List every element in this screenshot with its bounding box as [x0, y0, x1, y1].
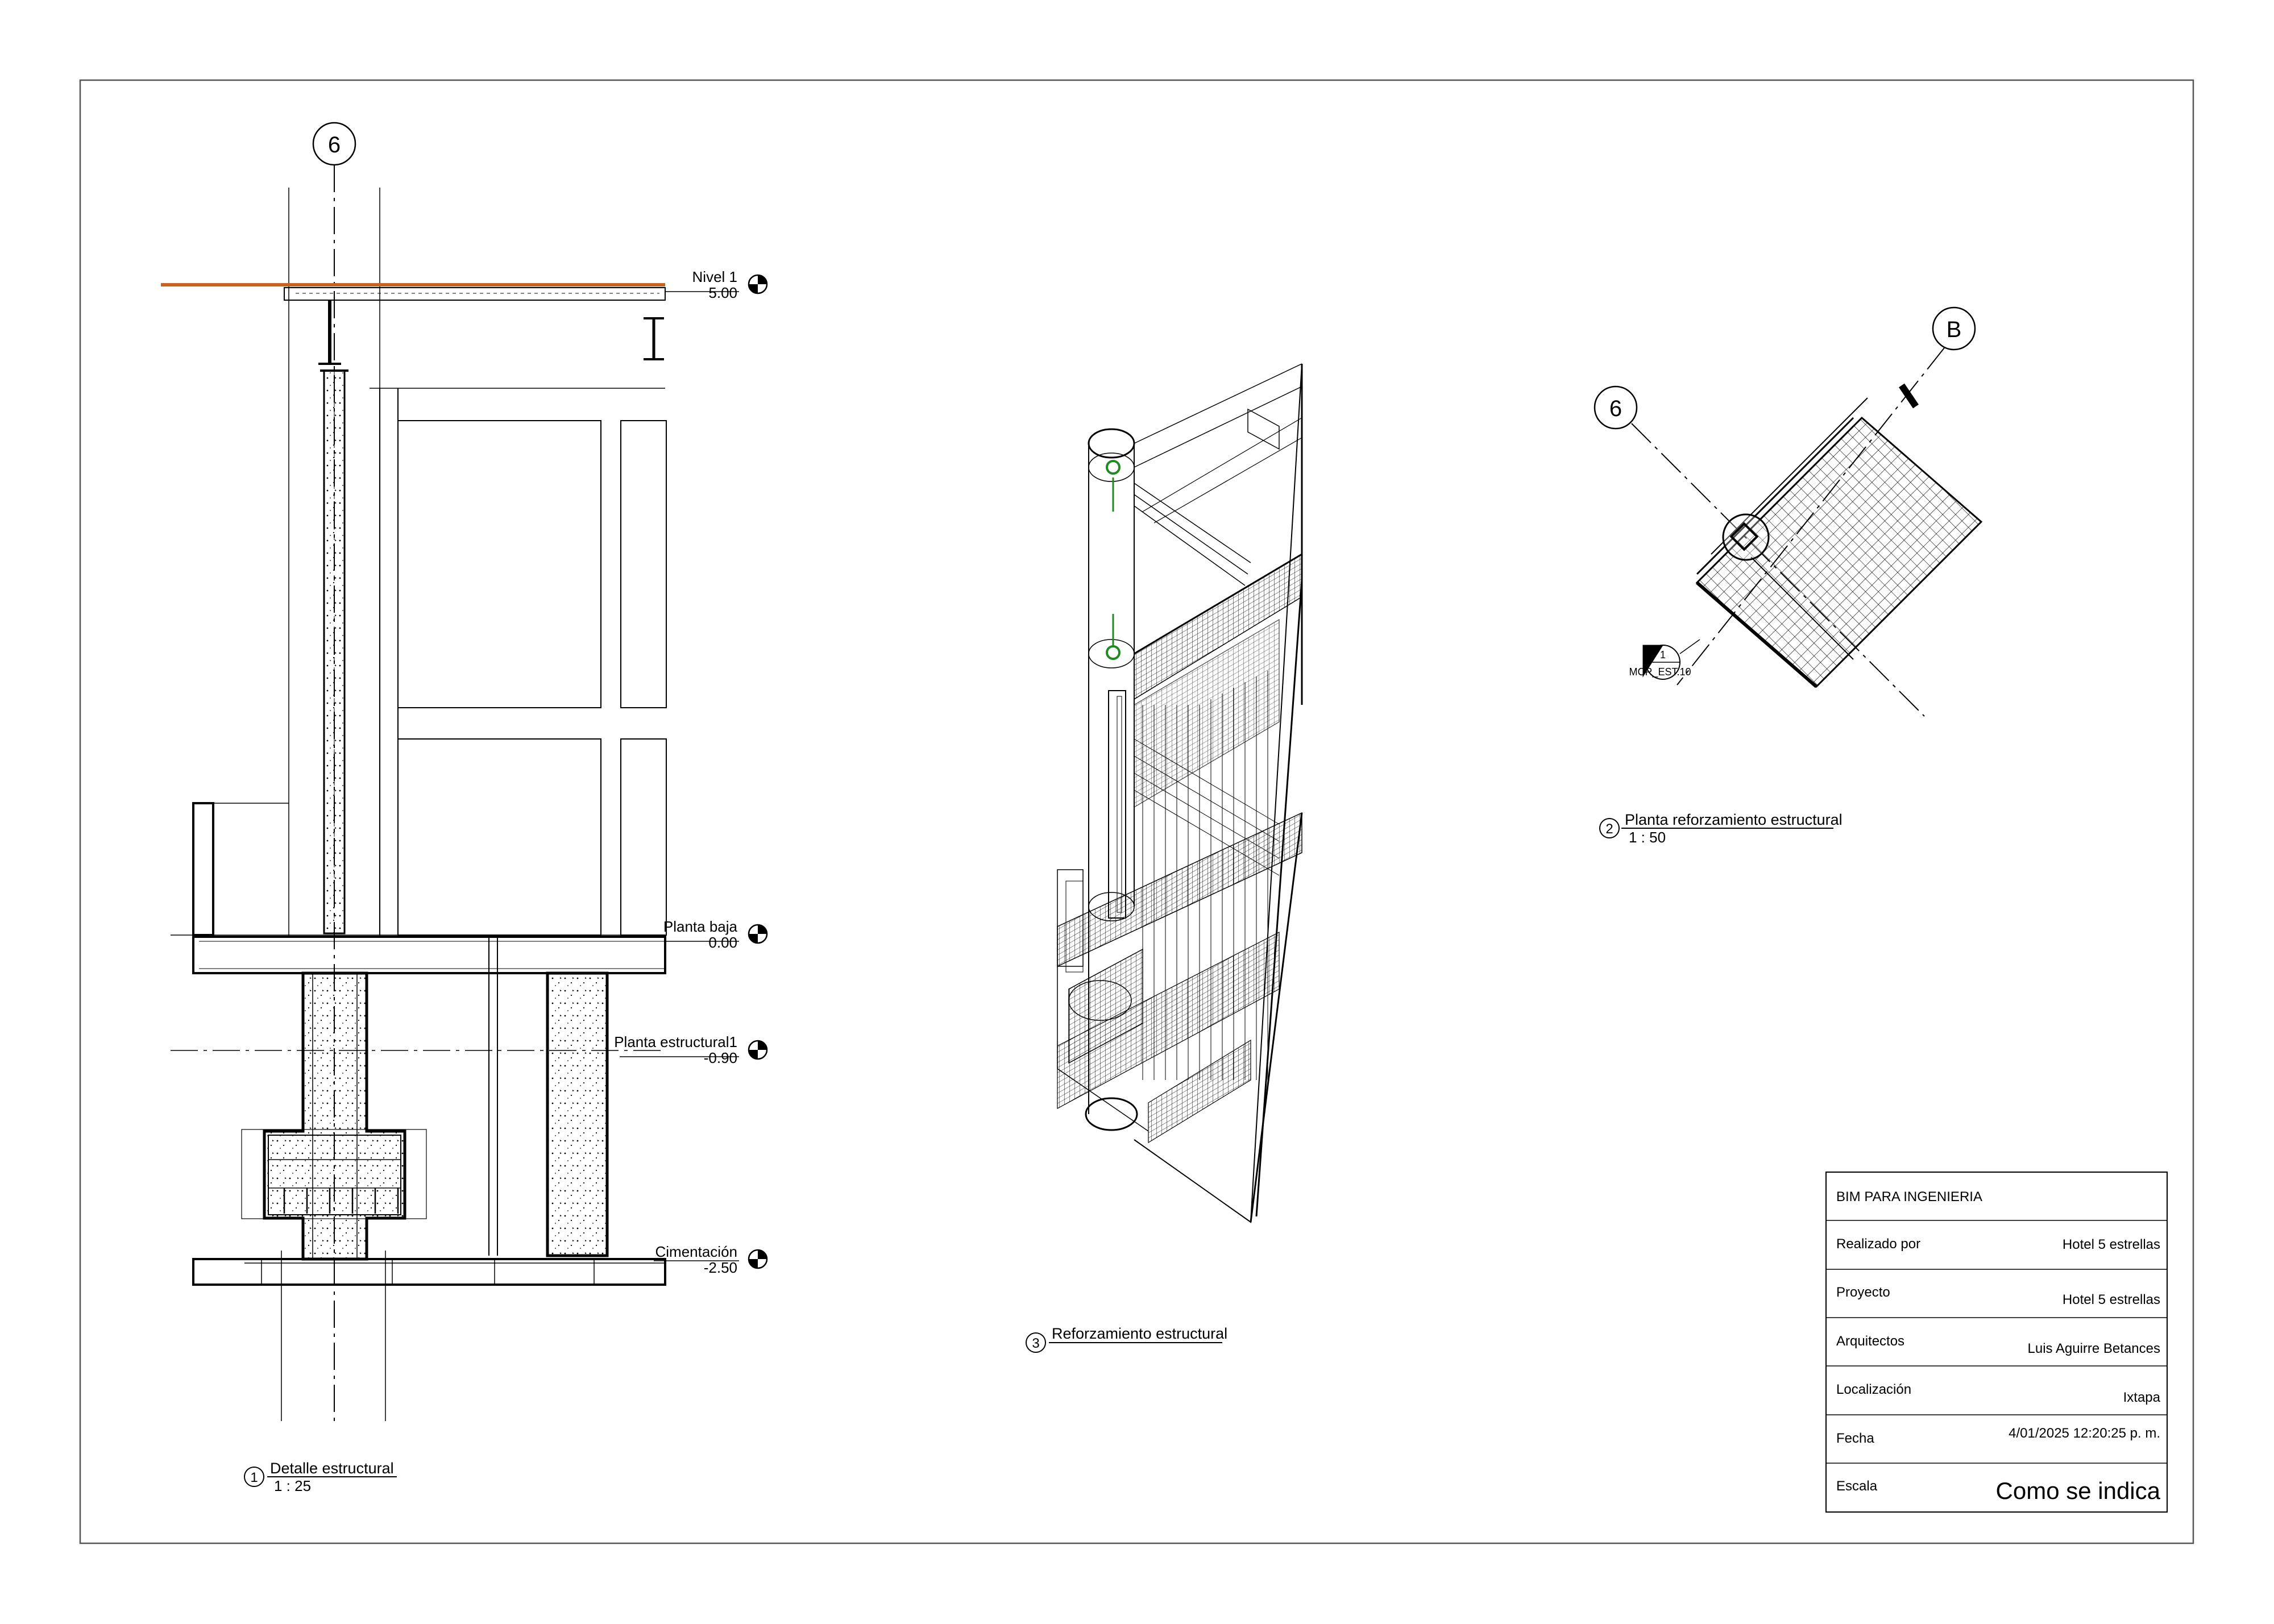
tb-label: Fecha — [1836, 1431, 1874, 1446]
tb-value: Hotel 5 estrellas — [2063, 1237, 2160, 1252]
tb-label: Localización — [1836, 1382, 1911, 1397]
view-title: Detalle estructural — [270, 1460, 394, 1477]
level-name: Planta estructural1 — [614, 1033, 737, 1050]
tb-scale-value: Como se indica — [1996, 1477, 2161, 1504]
tb-value: Hotel 5 estrellas — [2063, 1292, 2160, 1307]
isometric-view: 3 Reforzamiento estructural — [1026, 363, 1303, 1353]
tb-value: 4/01/2025 12:20:25 p. m. — [2009, 1426, 2160, 1441]
level-elevation: -0.90 — [704, 1049, 737, 1066]
view-title-detail: 1 Detalle estructural 1 : 25 — [244, 1460, 397, 1494]
tb-value: Ixtapa — [2123, 1390, 2161, 1405]
foundation-slab — [192, 1258, 666, 1286]
tb-label: Proyecto — [1836, 1285, 1890, 1300]
tb-label: Realizado por — [1836, 1236, 1920, 1252]
svg-text:MCR_EST.10: MCR_EST.10 — [1629, 666, 1691, 678]
plan-view: B 6 1 MCR_EST.10 2 Planta reforzamiento … — [1594, 306, 1983, 846]
level-name: Planta baja — [663, 918, 738, 935]
detail-view: 6 — [161, 122, 768, 1494]
level-name: Nivel 1 — [692, 268, 737, 285]
grid-bubble-label: 6 — [328, 132, 341, 157]
tb-value: Luis Aguirre Betances — [2028, 1341, 2160, 1356]
level-marker-planta-estructural1: Planta estructural1 -0.90 — [614, 1033, 768, 1066]
title-block-header: BIM PARA INGENIERIA — [1836, 1189, 1982, 1204]
grid-bubble-label: B — [1947, 317, 1962, 342]
svg-text:3: 3 — [1032, 1336, 1039, 1351]
level-marker-nivel1: Nivel 1 5.00 — [665, 268, 768, 301]
tb-label: Arquitectos — [1836, 1334, 1904, 1349]
level-name: Cimentación — [655, 1243, 737, 1260]
svg-text:1: 1 — [1660, 649, 1666, 661]
view-scale: 1 : 50 — [1629, 829, 1666, 846]
svg-text:1: 1 — [250, 1470, 258, 1485]
sheet-border — [79, 79, 2194, 1544]
level-elevation: 5.00 — [708, 284, 737, 301]
level-marker-cimentacion: Cimentación -2.50 — [654, 1243, 768, 1276]
title-block: BIM PARA INGENIERIA Realizado por Hotel … — [1825, 1172, 2168, 1513]
ground-slab — [192, 936, 666, 974]
section-marker: 1 MCR_EST.10 — [1629, 639, 1700, 680]
view-title-iso: 3 Reforzamiento estructural — [1026, 1325, 1227, 1353]
view-title: Planta reforzamiento estructural — [1625, 811, 1843, 828]
level-marker-planta-baja: Planta baja 0.00 — [663, 918, 768, 951]
view-title: Reforzamiento estructural — [1052, 1325, 1227, 1342]
level-elevation: -2.50 — [704, 1259, 737, 1276]
tb-label: Escala — [1836, 1478, 1878, 1494]
grid-bubble-label: 6 — [1609, 396, 1622, 421]
view-title-plan: 2 Planta reforzamiento estructural 1 : 5… — [1599, 811, 1843, 846]
level-elevation: 0.00 — [708, 934, 737, 951]
svg-text:2: 2 — [1605, 821, 1613, 837]
view-scale: 1 : 25 — [274, 1477, 311, 1494]
